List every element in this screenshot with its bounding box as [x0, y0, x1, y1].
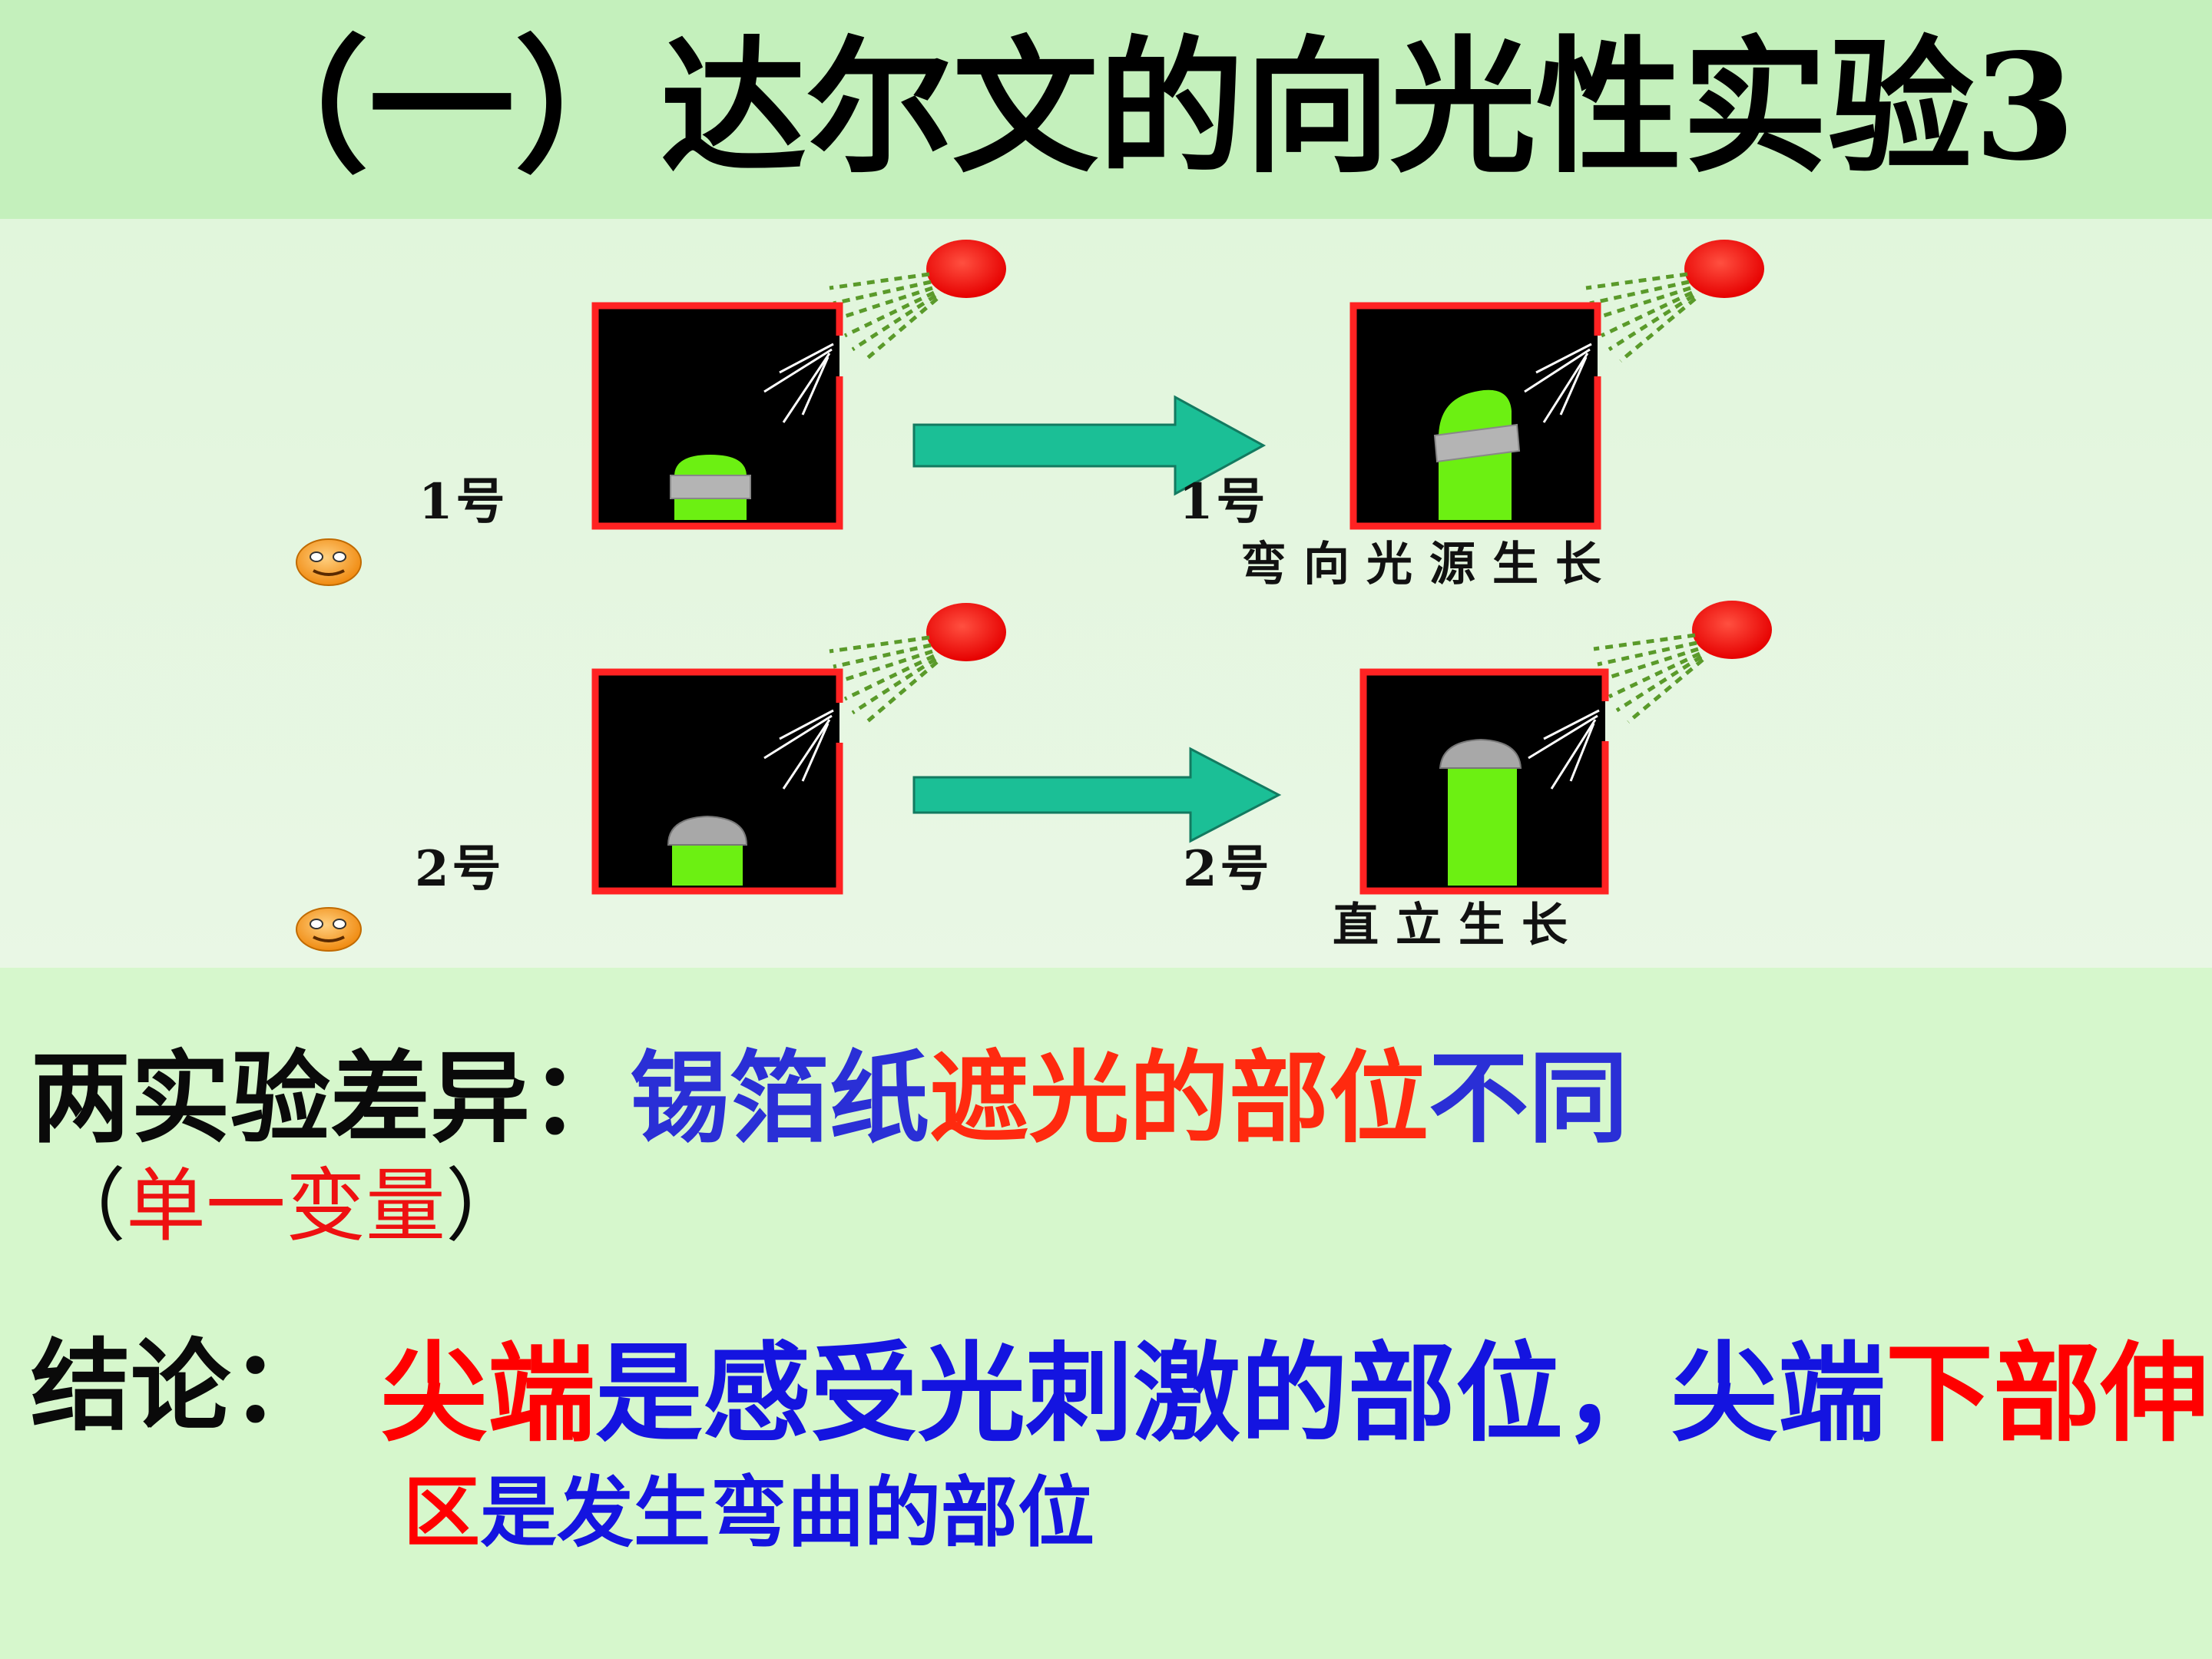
row2-left-label: 2号	[415, 840, 505, 898]
conclusion-text-2: 区是发生弯曲的部位	[403, 1467, 1094, 1559]
arrow-icon	[912, 395, 1267, 496]
difference-part1: 锡箔纸	[630, 1039, 930, 1157]
paren-open: （	[46, 1159, 127, 1253]
row1-result-label: 弯向光源生长	[1240, 538, 1618, 591]
chamber-2-after	[1359, 668, 1609, 895]
difference-line: 两实验差异：锡箔纸遮光的部位不同	[31, 1041, 1628, 1156]
difference-part2: 遮光的部位	[929, 1039, 1429, 1157]
smiley-icon	[296, 538, 362, 586]
smiley-icon	[296, 907, 362, 952]
light-source-2a	[829, 603, 1006, 726]
row2-result-label: 直立生长	[1333, 899, 1584, 952]
chamber-1-after	[1349, 302, 1601, 530]
light-source-2b	[1593, 601, 1772, 724]
difference-label: 两实验差异：	[31, 1039, 631, 1157]
row1-left-label: 1号	[419, 473, 508, 531]
paren-close: ）	[445, 1159, 526, 1253]
experiment-diagram: 1号 1号 弯向光	[296, 240, 1772, 952]
conclusion-part1: 尖端	[380, 1331, 596, 1457]
chamber-2-before	[591, 668, 843, 895]
title-band	[0, 0, 2212, 219]
conclusion-part2: 是感受光刺激的部位，尖端	[595, 1331, 1886, 1457]
difference-part3: 不同	[1429, 1039, 1629, 1157]
conclusion-part3: 下部伸长	[1886, 1331, 2212, 1457]
row2-right-label: 2号	[1183, 840, 1273, 898]
slide-title: （一）达尔文的向光性实验3	[223, 22, 2076, 193]
conclusion-text: 尖端是感受光刺激的部位，尖端下部伸长	[380, 1336, 2212, 1452]
experiment-figure: 1号 1号 弯向光	[0, 219, 2212, 968]
light-source-1b	[1585, 240, 1764, 363]
chamber-1-before	[591, 302, 843, 530]
light-source-1a	[829, 240, 1006, 363]
conclusion-label: 结论：	[31, 1327, 331, 1445]
conclusion-part4: 区	[403, 1468, 480, 1558]
single-variable-line: （单一变量）	[46, 1160, 525, 1252]
row1-right-label: 1号	[1179, 473, 1269, 531]
single-variable-text: 单一变量	[126, 1159, 446, 1253]
arrow-icon	[912, 747, 1282, 843]
conclusion-part5: 是发生弯曲的部位	[480, 1468, 1094, 1558]
